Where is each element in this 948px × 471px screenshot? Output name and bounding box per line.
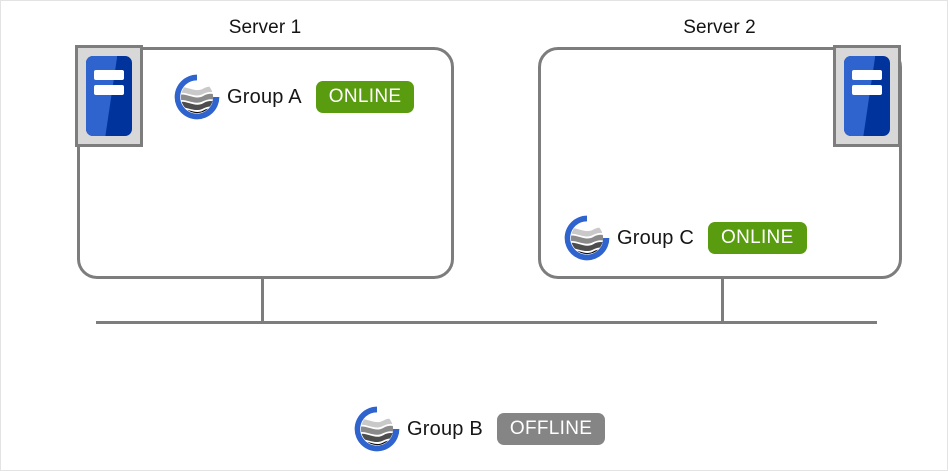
server-2-bus-drop <box>721 277 724 324</box>
shared-bus-line <box>96 321 877 324</box>
group-row[interactable]: Group B OFFLINE <box>351 403 606 455</box>
server-chassis-slot-2 <box>93 84 125 95</box>
server-2-title: Server 2 <box>683 17 756 38</box>
server-chassis-body <box>86 56 132 136</box>
group-label: Group C <box>617 226 694 249</box>
cluster-group-icon <box>354 406 400 452</box>
server-chassis-slot-2 <box>851 84 883 95</box>
group-row[interactable]: Group A ONLINE <box>171 71 415 123</box>
server-chassis-icon <box>75 45 143 147</box>
status-badge[interactable]: OFFLINE <box>496 413 606 445</box>
server-chassis-highlight <box>844 56 876 136</box>
server-chassis-icon <box>833 45 901 147</box>
server-chassis-highlight <box>86 56 118 136</box>
server-1-bus-drop <box>261 277 264 324</box>
group-label: Group A <box>227 85 302 108</box>
server-1-title: Server 1 <box>228 17 302 38</box>
server-chassis-slot-1 <box>851 69 883 80</box>
status-badge[interactable]: ONLINE <box>708 222 807 254</box>
group-row[interactable]: Group C ONLINE <box>561 212 807 264</box>
cluster-group-icon <box>174 74 220 120</box>
server-chassis-slot-1 <box>93 69 125 80</box>
group-label: Group B <box>407 417 483 440</box>
cluster-group-icon <box>564 215 610 261</box>
status-badge[interactable]: ONLINE <box>315 81 415 113</box>
server-chassis-body <box>844 56 890 136</box>
